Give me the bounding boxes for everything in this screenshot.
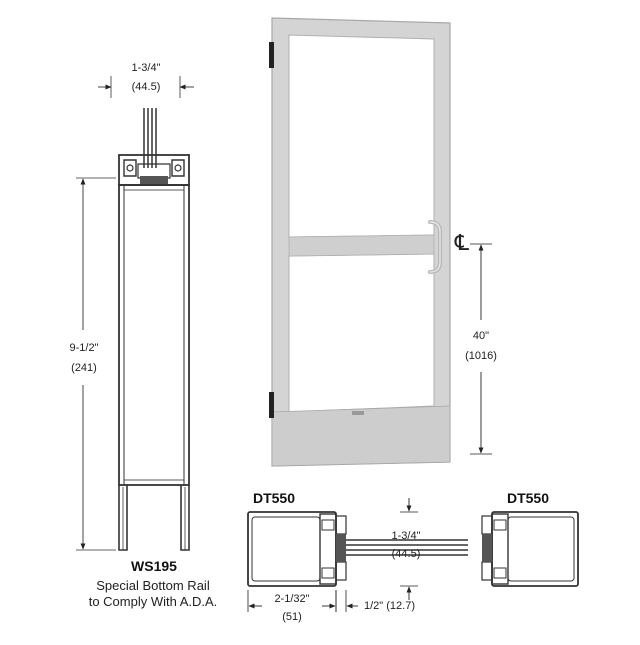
door-height-dim-mm: (1016) bbox=[465, 350, 497, 362]
dt550-right-section bbox=[481, 511, 579, 587]
door-height-dim-frac: 40" bbox=[472, 330, 490, 342]
bottom-dimensions bbox=[247, 498, 418, 612]
dt550-gap-dim: 1/2" (12.7) bbox=[364, 600, 415, 612]
dt550-width-dim-mm: (51) bbox=[282, 611, 302, 623]
dt550-left-label: DT550 bbox=[252, 490, 296, 506]
ws195-rail-section bbox=[76, 76, 194, 551]
ws195-height-dim-mm: (241) bbox=[71, 362, 97, 374]
dt550-depth-dim-frac: 1-3/4" bbox=[391, 530, 421, 542]
ws195-top-dim-frac: 1-3/4" bbox=[131, 62, 161, 74]
door-elevation bbox=[269, 17, 451, 467]
glass-strips bbox=[346, 539, 468, 556]
ws195-model-label: WS195 bbox=[131, 558, 177, 574]
centerline-symbol: ℄ bbox=[454, 231, 470, 256]
ws195-height-dim-frac: 9-1/2" bbox=[69, 342, 99, 354]
door-height-dimension bbox=[470, 243, 492, 455]
ws195-caption-line2: to Comply With A.D.A. bbox=[88, 594, 218, 609]
dt550-left-section bbox=[247, 511, 347, 587]
ws195-caption-line1: Special Bottom Rail bbox=[96, 578, 210, 593]
dt550-right-label: DT550 bbox=[506, 490, 550, 506]
ws195-top-dim-mm: (44.5) bbox=[131, 81, 161, 93]
dt550-depth-dim-mm: (44.5) bbox=[391, 548, 421, 560]
dt550-width-dim-frac: 2-1/32" bbox=[274, 593, 310, 605]
